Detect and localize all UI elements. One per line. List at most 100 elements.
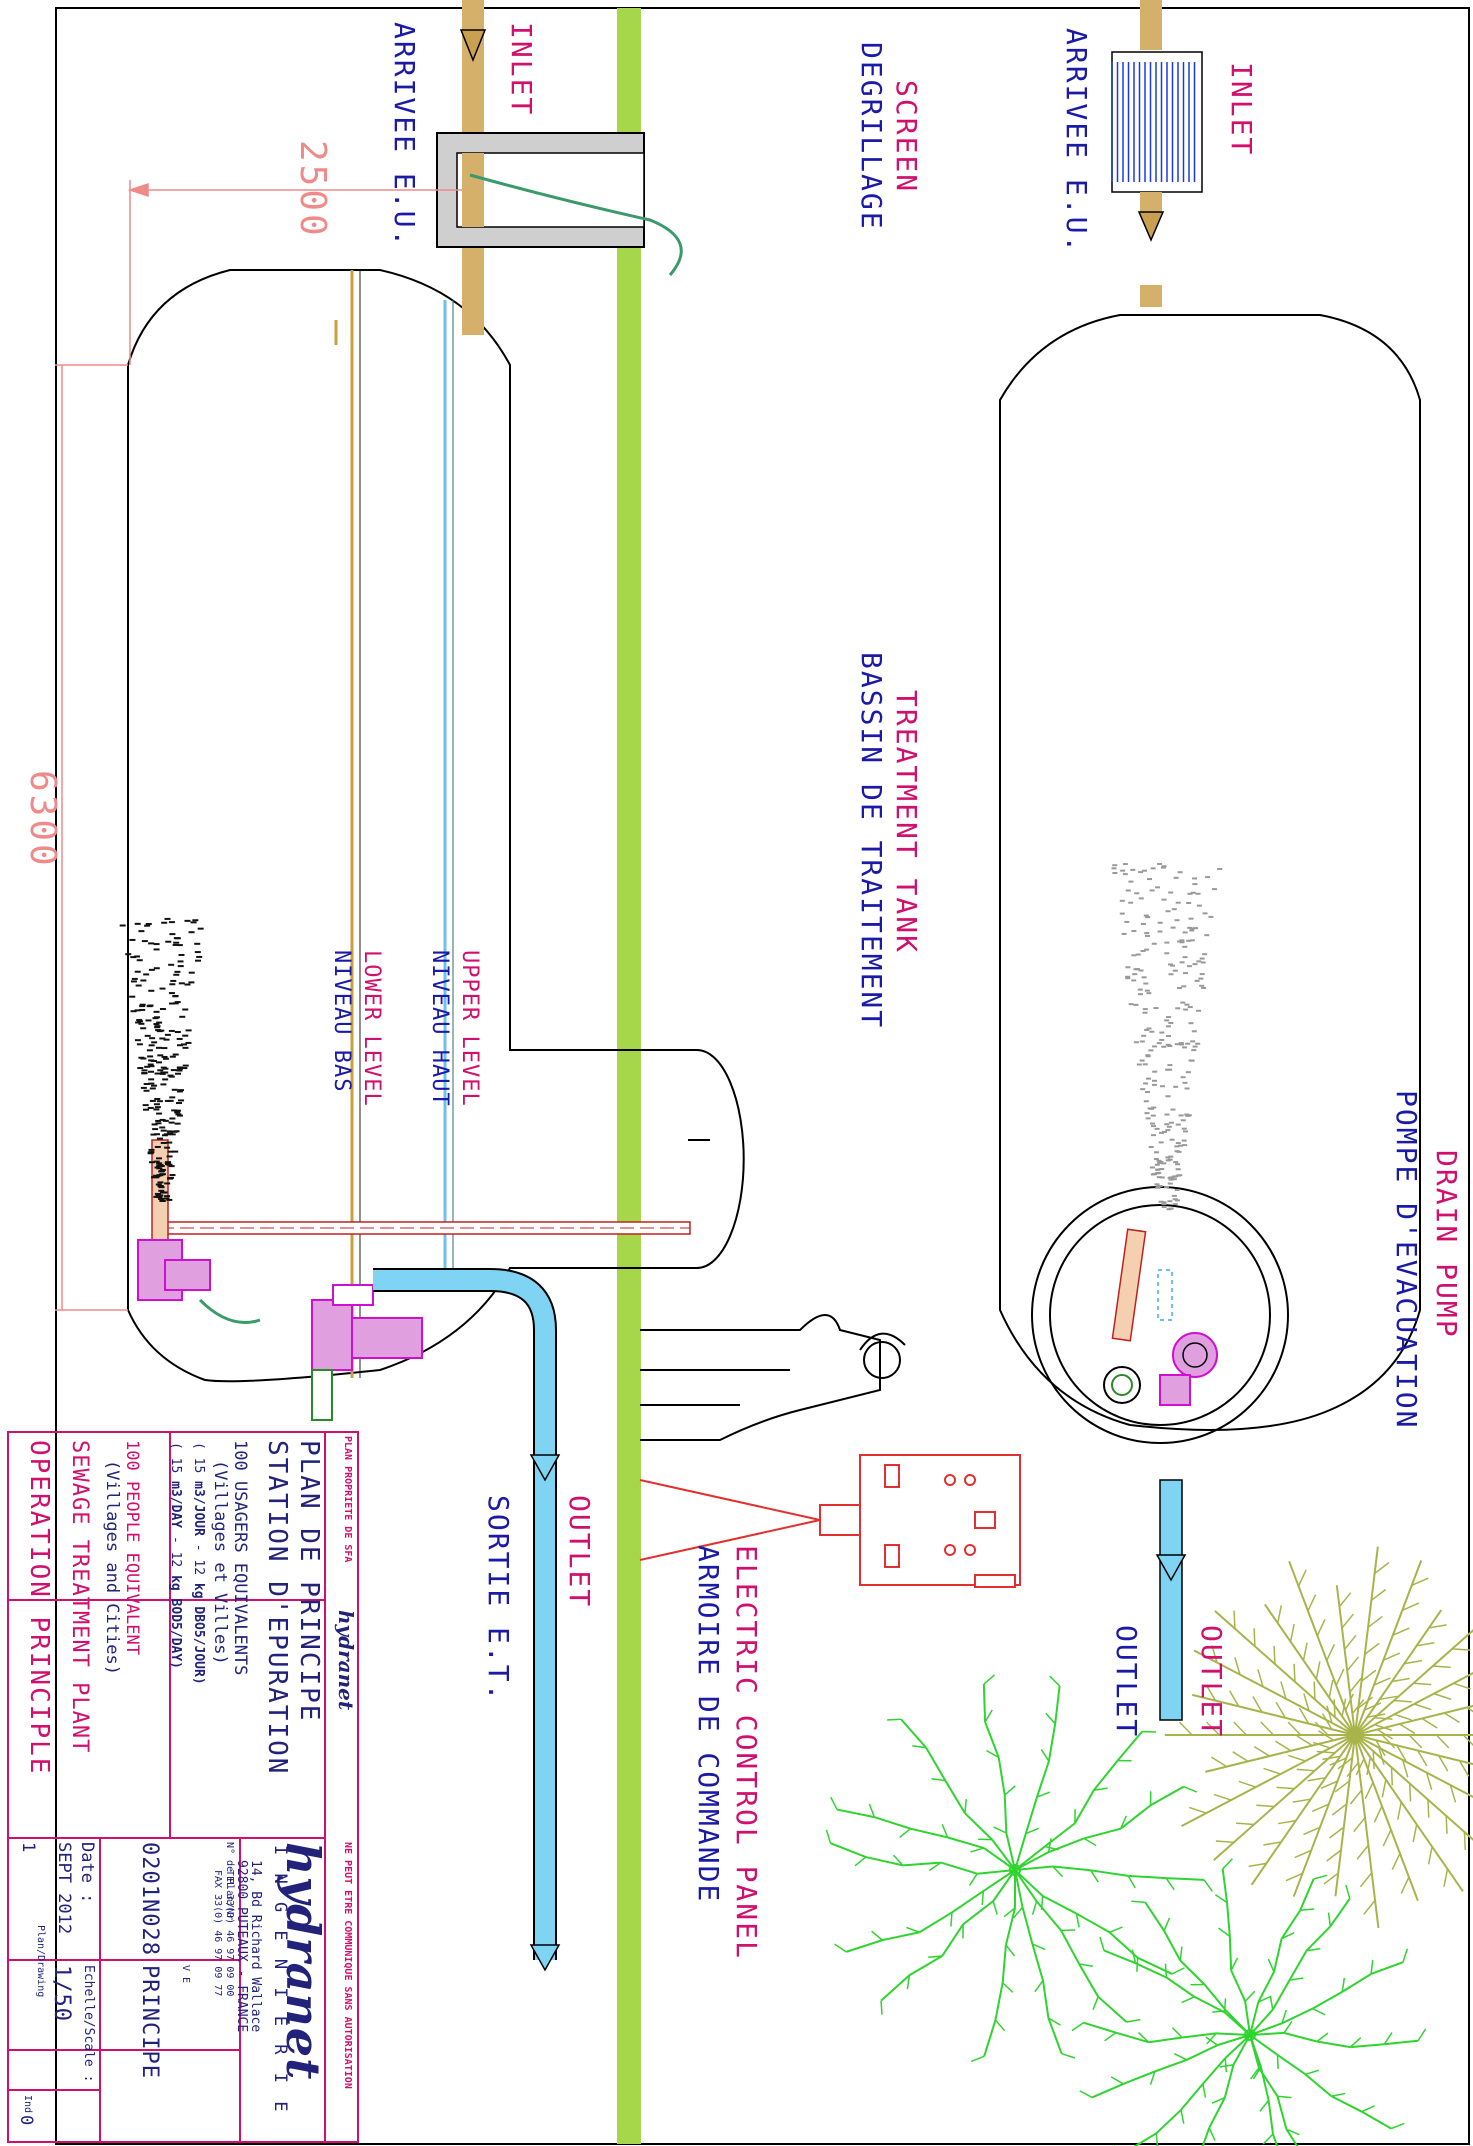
bubble <box>1171 908 1177 911</box>
bubble <box>1177 871 1183 874</box>
bubble <box>147 1063 154 1066</box>
branch <box>1042 1980 1050 2019</box>
bubble <box>1179 1043 1185 1046</box>
twig <box>854 1856 867 1867</box>
twig <box>1218 1927 1231 1938</box>
bubble <box>143 973 150 976</box>
bubble <box>166 1130 173 1133</box>
branch <box>1182 2032 1217 2039</box>
bubble <box>1149 1107 1155 1110</box>
palm-leaf <box>1307 1594 1317 1612</box>
palm-leaf <box>1391 1677 1410 1683</box>
bubble <box>1187 1006 1193 1009</box>
bubble <box>1145 1117 1151 1120</box>
bubble <box>1152 1070 1158 1073</box>
twig <box>993 1826 1007 1834</box>
palm-leaf <box>1278 1819 1297 1825</box>
branch <box>1116 1730 1143 1762</box>
palm-leaf <box>1373 1805 1383 1823</box>
bubble <box>188 971 195 974</box>
branch <box>1074 1789 1095 1824</box>
bubble <box>1177 1174 1183 1177</box>
bubble <box>160 1141 167 1144</box>
bubble <box>165 1163 172 1166</box>
branch <box>1054 1685 1061 1724</box>
branch <box>908 1955 943 1977</box>
bubble <box>180 1043 187 1046</box>
bubble <box>174 1001 181 1004</box>
branch <box>1316 2040 1351 2049</box>
bubble <box>175 1072 182 1075</box>
bubble <box>130 1010 137 1013</box>
palm-leaf <box>1349 1677 1362 1693</box>
palm-frond <box>1205 1734 1356 1773</box>
bubble <box>1180 1001 1186 1004</box>
bubble <box>192 919 199 922</box>
palm-leaf <box>1333 1699 1336 1718</box>
bubble <box>176 1114 183 1117</box>
bubble <box>1201 986 1207 989</box>
bubble <box>1157 862 1163 865</box>
tree-2 <box>1071 1858 1427 2146</box>
bubble <box>164 1161 171 1164</box>
bubble <box>176 1090 183 1093</box>
branch <box>1267 2100 1274 2135</box>
twig <box>1083 1837 1097 1847</box>
palm-leaf <box>1234 1657 1241 1675</box>
twig <box>1173 2052 1188 2061</box>
bubble <box>1161 1130 1167 1133</box>
bubble <box>1189 929 1195 932</box>
branch <box>1014 1845 1046 1871</box>
bubble <box>1172 1198 1178 1201</box>
palm-leaf <box>1344 1634 1357 1650</box>
bubble <box>168 921 175 924</box>
bubble <box>1204 934 1210 937</box>
palm-leaf <box>1412 1824 1418 1843</box>
palm-leaf <box>1416 1642 1435 1647</box>
twig <box>1171 1967 1185 1975</box>
twig <box>825 1829 832 1844</box>
bubble <box>161 1047 168 1050</box>
twig <box>1079 2090 1093 2099</box>
bubble <box>1143 1100 1149 1103</box>
drawing-no-label: N° de Plan/Nr <box>224 1842 235 1921</box>
bubble <box>154 1025 161 1028</box>
branch <box>992 1869 1016 1902</box>
palm-leaf <box>1328 1679 1334 1698</box>
bubble <box>1189 927 1195 930</box>
bubble <box>1139 1059 1145 1062</box>
branch <box>836 1808 875 1819</box>
palm-leaf <box>1394 1713 1412 1721</box>
bubble <box>1181 1127 1187 1130</box>
bubble <box>153 1133 160 1136</box>
bubble <box>1195 1042 1201 1045</box>
bubble <box>162 1119 169 1122</box>
bubble <box>1192 963 1198 966</box>
bubble <box>164 1146 171 1149</box>
bubble <box>148 1065 155 1068</box>
bubble <box>169 983 176 986</box>
bubble <box>1196 1009 1202 1012</box>
bubble <box>153 1108 160 1111</box>
outlet-top-label: OUTLET <box>1195 1625 1228 1739</box>
twig <box>1222 1858 1233 1870</box>
bubble <box>1191 1049 1197 1052</box>
branch <box>1180 2083 1204 2111</box>
bubble <box>155 1194 162 1197</box>
branch <box>1014 1869 1044 1897</box>
bubble <box>141 940 148 943</box>
bubble <box>167 1150 174 1153</box>
palm-leaf <box>1408 1734 1423 1749</box>
bubble <box>1122 873 1128 876</box>
branch <box>902 1861 941 1867</box>
bubble <box>1175 1142 1181 1145</box>
palm-leaf <box>1334 1780 1350 1793</box>
bubble <box>1161 865 1167 868</box>
branch <box>1035 1900 1062 1932</box>
bubble <box>162 1078 169 1081</box>
bubble <box>185 1041 192 1044</box>
branch <box>1093 1760 1119 1791</box>
palm-leaf <box>1366 1757 1372 1776</box>
bubble <box>149 1099 156 1102</box>
upper-level-label: UPPER LEVEL <box>457 950 482 1107</box>
